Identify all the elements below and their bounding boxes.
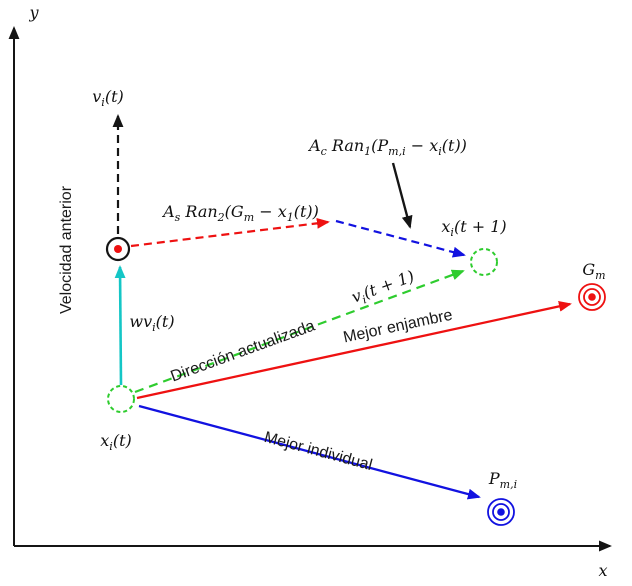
cognitive-term-label: Ac Ran1(Pm,i − xi(t)) [309, 136, 467, 159]
global-best-dot [588, 293, 596, 301]
annotation-arrow [391, 162, 413, 229]
current-position-marker [107, 385, 135, 413]
prev-velocity-text-label: Velocidad anterior [58, 185, 75, 315]
inertia-term-label: wvi(t) [129, 312, 175, 335]
current-position-label: xi(t) [100, 431, 132, 454]
global-best-label: Gm [582, 260, 606, 283]
cognitive-component-arrow [335, 219, 466, 258]
best-swarm-arrow [136, 301, 572, 400]
next-position-label: xi(t + 1) [441, 217, 507, 240]
x-axis-label: x [598, 561, 608, 580]
global-best-inner-ring [583, 288, 601, 306]
personal-best-label: Pm,i [488, 469, 518, 492]
best-individual-arrow [138, 404, 481, 500]
next-position-marker [470, 248, 498, 276]
updated-direction-arrow [134, 269, 465, 394]
intermediate-position-dot [114, 245, 122, 253]
inertia-arrow [114, 265, 126, 386]
swarm-component-arrow [130, 217, 330, 248]
personal-best-dot [497, 508, 505, 516]
swarm-term-label: As Ran2(Gm − x1(t)) [163, 202, 319, 225]
y-axis-label: y [29, 3, 39, 22]
prev-velocity-label: vi(t) [92, 87, 124, 110]
personal-best-inner-ring [492, 503, 510, 521]
